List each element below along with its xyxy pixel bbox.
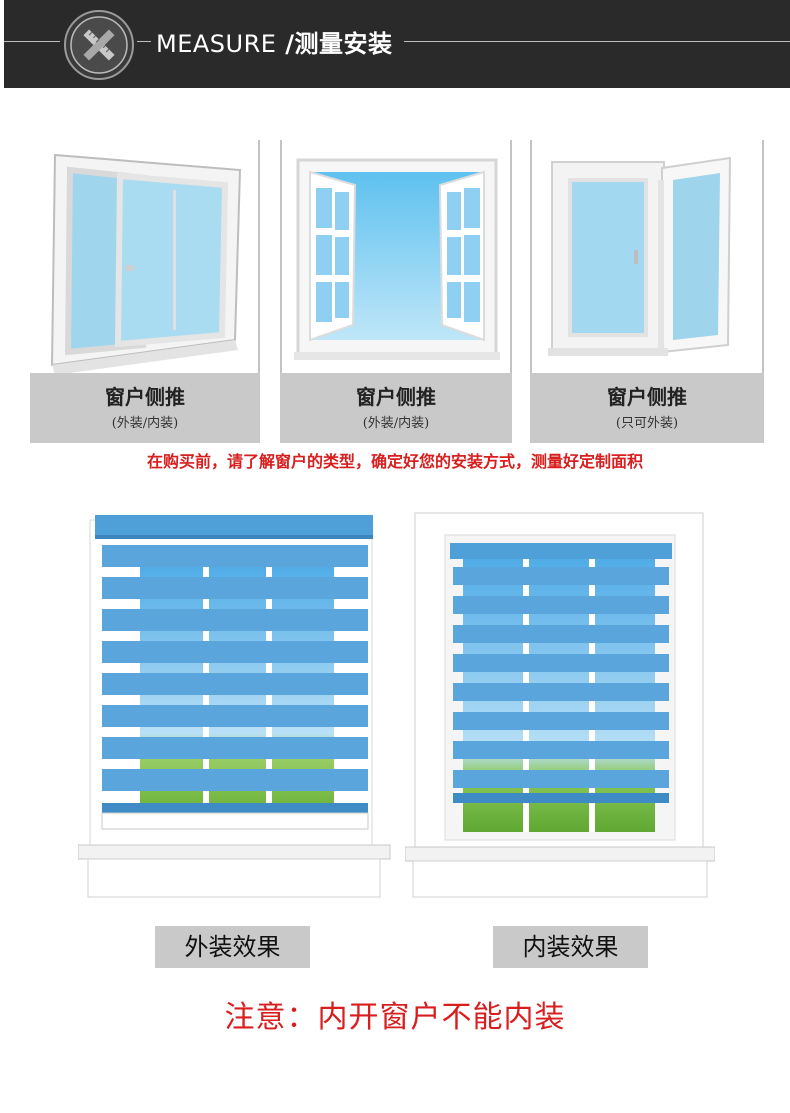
title-cn: /测量安装 [276,30,393,58]
window-caption-label: 窗户侧推 [356,385,436,409]
ruler-cross-icon [64,10,134,80]
title-en: MEASURE [156,30,277,58]
warning-note: 注意：内开窗户不能内装 [224,1000,566,1035]
inside-mount-blind-illustration [405,512,715,898]
page-title: MEASURE /测量安装 [156,24,393,59]
window-caption-sub: (外装/内装) [111,416,179,431]
header-divider-left [4,41,60,42]
purchase-notice: 在购买前，请了解窗户的类型，确定好您的安装方式，测量好定制面积 [146,452,643,471]
window-caption-sub: (外装/内装) [362,416,430,431]
window-caption: 窗户侧推 (外装/内装) [30,373,260,443]
outside-mount-label: 外装效果 [155,926,310,968]
casement-outward-illustration [530,140,764,375]
outside-mount-blind-illustration [78,515,391,898]
window-caption: 窗户侧推 (外装/内装) [280,373,512,443]
casement-inward-illustration [280,140,512,375]
inside-mount-label: 内装效果 [493,926,648,968]
window-card-casement-inward: 窗户侧推 (外装/内装) [280,140,512,443]
window-caption-label: 窗户侧推 [105,385,185,409]
section-header: MEASURE /测量安装 [4,0,790,88]
window-card-casement-outward: 窗户侧推 (只可外装) [530,140,764,443]
sliding-window-illustration [30,140,260,375]
header-divider-mid [137,41,151,42]
window-caption-sub: (只可外装) [615,416,679,431]
window-caption-label: 窗户侧推 [607,385,687,409]
window-card-sliding: 窗户侧推 (外装/内装) [30,140,260,443]
window-caption: 窗户侧推 (只可外装) [530,373,764,443]
header-divider-right [404,41,790,42]
